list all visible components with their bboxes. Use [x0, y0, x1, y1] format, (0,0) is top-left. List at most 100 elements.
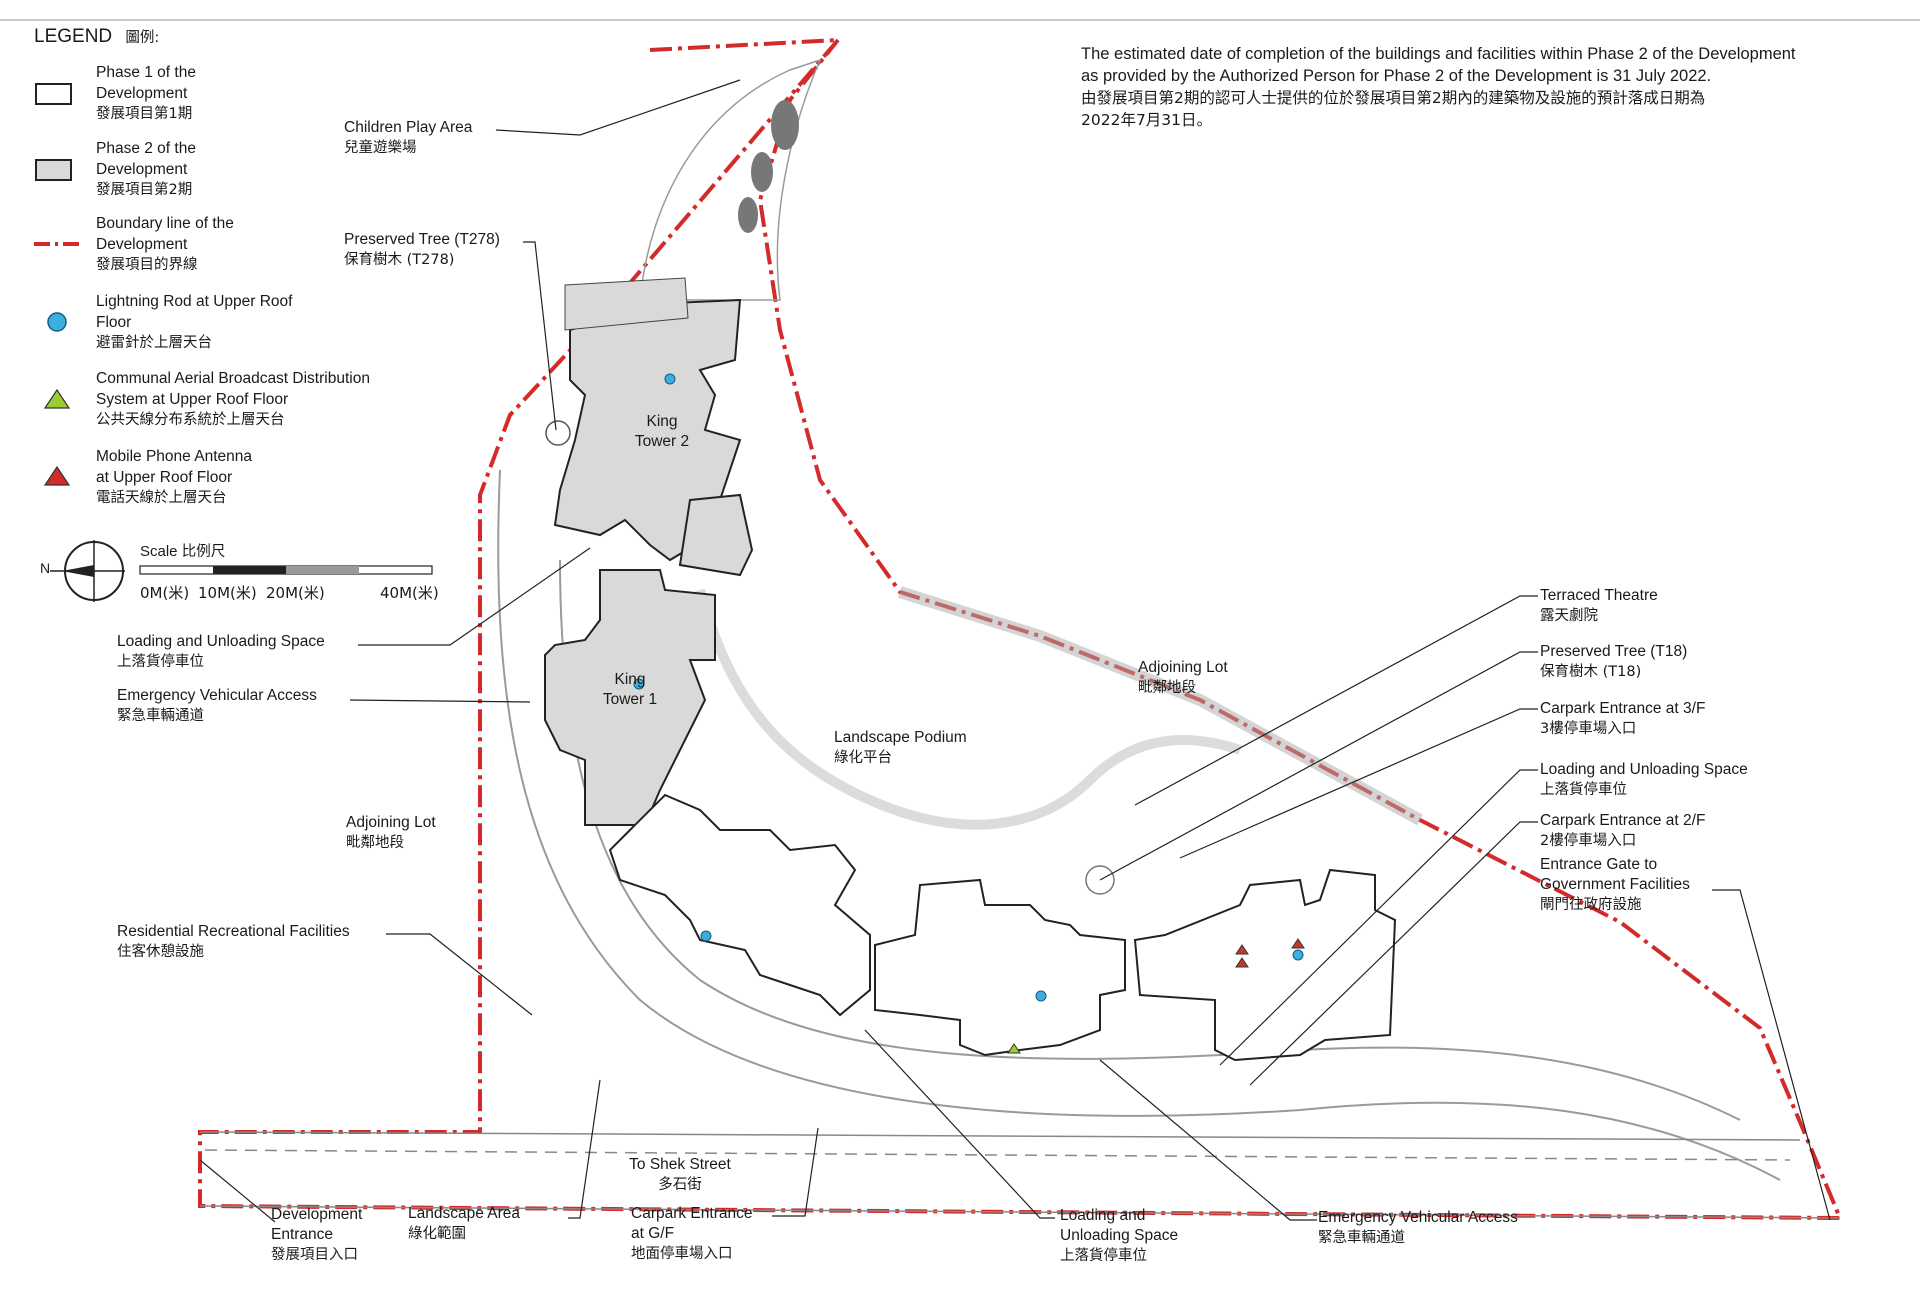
- label-eva-left: Emergency Vehicular Access 緊急車輛通道: [117, 686, 317, 726]
- label-carpark-gf: Carpark Entrance at G/F 地面停車場入口: [631, 1204, 752, 1264]
- label-zh: 2樓停車場入口: [1540, 833, 1637, 849]
- label-zh: 多石街: [658, 1177, 702, 1193]
- legend-item-en2: at Upper Roof Floor: [96, 469, 233, 486]
- legend-item-boundary: Boundary line of the Development 發展項目的界線: [96, 213, 234, 276]
- legend-swatch-aerial: [43, 388, 71, 409]
- label-en2: Unloading Space: [1060, 1227, 1179, 1244]
- phase1-block-a: [608, 793, 871, 1017]
- street-edge-bottom: [199, 1205, 1841, 1219]
- dark-feature-2: [751, 152, 773, 192]
- label-en: Terraced Theatre: [1540, 587, 1658, 604]
- label-en1: Entrance Gate to: [1540, 856, 1658, 873]
- label-zh: 閘門往政府設施: [1540, 897, 1642, 913]
- label-en: Emergency Vehicular Access: [1318, 1209, 1518, 1226]
- label-zh: 露天劇院: [1540, 608, 1598, 624]
- scale-label-zh: 比例尺: [181, 544, 226, 560]
- label-zh: 毗鄰地段: [346, 835, 404, 851]
- north-letter: N: [40, 560, 51, 576]
- label-zh: 3樓停車場入口: [1540, 721, 1637, 737]
- label-en: Residential Recreational Facilities: [117, 923, 350, 940]
- scale-tick-0: 0M(米): [140, 584, 190, 602]
- lightning-rod-marker-3: [700, 930, 712, 942]
- legend-item-en2: Development: [96, 161, 188, 178]
- legend-item-en1: Mobile Phone Antenna: [96, 448, 252, 465]
- lightning-rod-marker-5: [1292, 949, 1304, 961]
- label-en: Adjoining Lot: [1138, 659, 1228, 676]
- legend-item-zh: 公共天線分布系統於上層天台: [96, 412, 285, 428]
- antenna-marker-3: [1291, 938, 1305, 949]
- label-zh: 上落貨停車位: [1060, 1248, 1147, 1264]
- north-garden: [639, 58, 822, 301]
- phase1-block-c: [1133, 868, 1397, 1062]
- legend-item-en1: Phase 2 of the: [96, 140, 196, 157]
- scale-bar-segment-2: [286, 566, 359, 574]
- leader-lines: [199, 79, 1831, 1223]
- scale-bar-segment-1: [213, 566, 286, 574]
- label-en: To Shek Street: [629, 1156, 731, 1173]
- completion-note: The estimated date of completion of the …: [1081, 43, 1796, 131]
- label-en2: at G/F: [631, 1225, 675, 1242]
- label-en: Landscape Area: [408, 1205, 521, 1222]
- label-development-entrance: Development Entrance 發展項目入口: [271, 1205, 362, 1265]
- legend-swatch-lightning: [47, 312, 67, 332]
- label-gov-facilities-gate: Entrance Gate to Government Facilities 閘…: [1540, 855, 1690, 915]
- tower2-upper-block: [564, 277, 689, 331]
- legend-title-zh: 圖例:: [125, 30, 160, 46]
- legend-title: LEGEND 圖例:: [34, 26, 159, 48]
- legend-item-aerial: Communal Aerial Broadcast Distribution S…: [96, 368, 370, 431]
- legend-item-lightning-rod: Lightning Rod at Upper Roof Floor 避雷針於上層…: [96, 291, 292, 354]
- access-road-inner: [559, 559, 1741, 1121]
- label-loading-space-right: Loading and Unloading Space 上落貨停車位: [1540, 760, 1748, 800]
- lightning-rod-marker-2: [633, 678, 645, 690]
- dark-feature-3: [738, 197, 758, 233]
- label-eva-bottom: Emergency Vehicular Access 緊急車輛通道: [1318, 1208, 1518, 1248]
- scale-tick-20: 20M(米): [266, 584, 325, 602]
- label-zh: 發展項目入口: [271, 1247, 358, 1263]
- label-en: Preserved Tree (T278): [344, 231, 500, 248]
- label-en1: Loading and: [1060, 1207, 1146, 1224]
- dark-feature-1: [771, 100, 799, 150]
- legend-item-en1: Lightning Rod at Upper Roof: [96, 293, 293, 310]
- legend-item-en1: Boundary line of the: [96, 215, 234, 232]
- legend-item-phase2: Phase 2 of the Development 發展項目第2期: [96, 138, 196, 201]
- legend-item-en2: System at Upper Roof Floor: [96, 391, 289, 408]
- label-line-2: Tower 1: [602, 691, 658, 708]
- label-en: Emergency Vehicular Access: [117, 687, 317, 704]
- label-zh: 緊急車輛通道: [1318, 1230, 1405, 1246]
- label-en: Children Play Area: [344, 119, 473, 136]
- legend-item-en2: Development: [96, 236, 188, 253]
- label-en: Preserved Tree (T18): [1540, 643, 1688, 660]
- label-en: Loading and Unloading Space: [117, 633, 325, 650]
- terraced-feature: [1085, 865, 1115, 895]
- label-residential-recreational: Residential Recreational Facilities 住客休憩…: [117, 922, 350, 962]
- label-line-1: King: [646, 413, 678, 430]
- label-zh: 上落貨停車位: [117, 654, 204, 670]
- scale-label-en: Scale: [140, 543, 178, 560]
- label-zh: 保育樹木 (T278): [344, 252, 455, 268]
- label-king-tower-2: King Tower 2: [612, 412, 712, 452]
- label-carpark-2f: Carpark Entrance at 2/F 2樓停車場入口: [1540, 811, 1705, 851]
- label-preserved-tree-t278: Preserved Tree (T278) 保育樹木 (T278): [344, 230, 500, 270]
- label-zh: 上落貨停車位: [1540, 782, 1627, 798]
- label-loading-space-left: Loading and Unloading Space 上落貨停車位: [117, 632, 325, 672]
- label-zh: 住客休憩設施: [117, 944, 204, 960]
- antenna-marker-1: [1235, 944, 1249, 955]
- preserved-tree-t278-symbol: [545, 420, 571, 446]
- label-carpark-3f: Carpark Entrance at 3/F 3樓停車場入口: [1540, 699, 1705, 739]
- access-road: [497, 469, 1781, 1181]
- legend-item-zh: 避雷針於上層天台: [96, 335, 212, 351]
- label-zh: 地面停車場入口: [631, 1246, 733, 1262]
- legend-item-antenna: Mobile Phone Antenna at Upper Roof Floor…: [96, 446, 252, 509]
- label-en: Carpark Entrance at 3/F: [1540, 700, 1706, 717]
- label-en: Landscape Podium: [834, 729, 967, 746]
- scale-title: Scale 比例尺: [140, 540, 225, 561]
- label-landscape-podium: Landscape Podium 綠化平台: [834, 728, 967, 768]
- legend-item-zh: 發展項目的界線: [96, 257, 198, 273]
- legend-item-en1: Communal Aerial Broadcast Distribution: [96, 370, 370, 387]
- label-zh: 緊急車輛通道: [117, 708, 204, 724]
- boundary-line: [198, 38, 1844, 1221]
- label-zh: 保育樹木 (T18): [1540, 664, 1642, 680]
- label-en1: Carpark Entrance: [631, 1205, 753, 1222]
- aerial-marker: [1007, 1043, 1021, 1054]
